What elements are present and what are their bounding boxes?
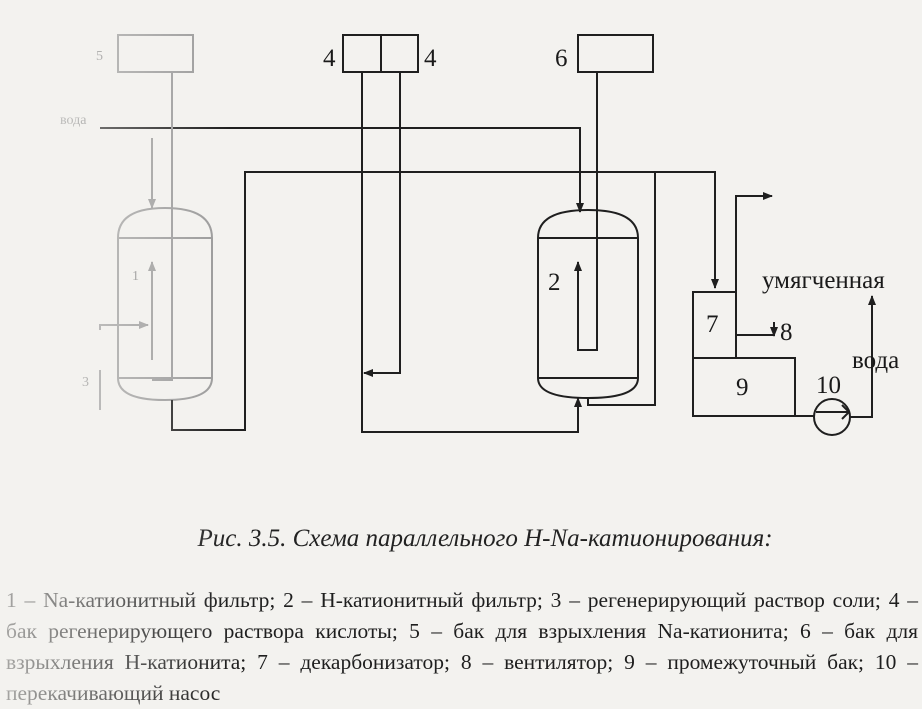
gas-outlet (735, 192, 773, 292)
filter-1-outlet (171, 171, 719, 431)
fan-line (736, 322, 775, 336)
label-8: 8 (780, 319, 793, 346)
pump-symbol (816, 404, 851, 420)
label-2: 2 (548, 269, 561, 296)
acid-line-right (363, 72, 401, 377)
water-main-line (100, 127, 584, 213)
tank-5 (117, 34, 194, 73)
figure-caption: Рис. 3.5. Схема параллельного H-Na-катио… (197, 525, 773, 552)
tank-6-pipe (574, 72, 598, 351)
tank-6 (577, 34, 654, 73)
label-4-right: 4 (424, 45, 437, 72)
label-4-left: 4 (323, 45, 336, 72)
label-6: 6 (555, 45, 568, 72)
filter-2-outlet (587, 172, 656, 406)
label-water-in: вода (60, 113, 87, 128)
intermediate-tank-9 (692, 357, 796, 417)
label-5: 5 (96, 49, 103, 64)
label-10: 10 (816, 372, 841, 399)
label-softened-2: вода (852, 347, 899, 374)
filter-1-riser (152, 72, 173, 381)
softened-outlet (850, 295, 876, 418)
label-softened-1: умягченная (762, 267, 885, 294)
acid-line-left (361, 72, 582, 433)
figure-legend: 1 – Na-катионитный фильтр; 2 – Н-катиони… (6, 588, 918, 705)
label-1: 1 (132, 269, 139, 284)
reg-salt-line (99, 321, 149, 330)
filter-1 (117, 206, 213, 402)
label-7: 7 (706, 311, 719, 338)
label-3: 3 (82, 375, 89, 390)
label-9: 9 (736, 374, 749, 401)
process-schematic: 5 4 4 6 вода 1 3 2 7 8 9 10 умягченная в… (60, 34, 899, 436)
